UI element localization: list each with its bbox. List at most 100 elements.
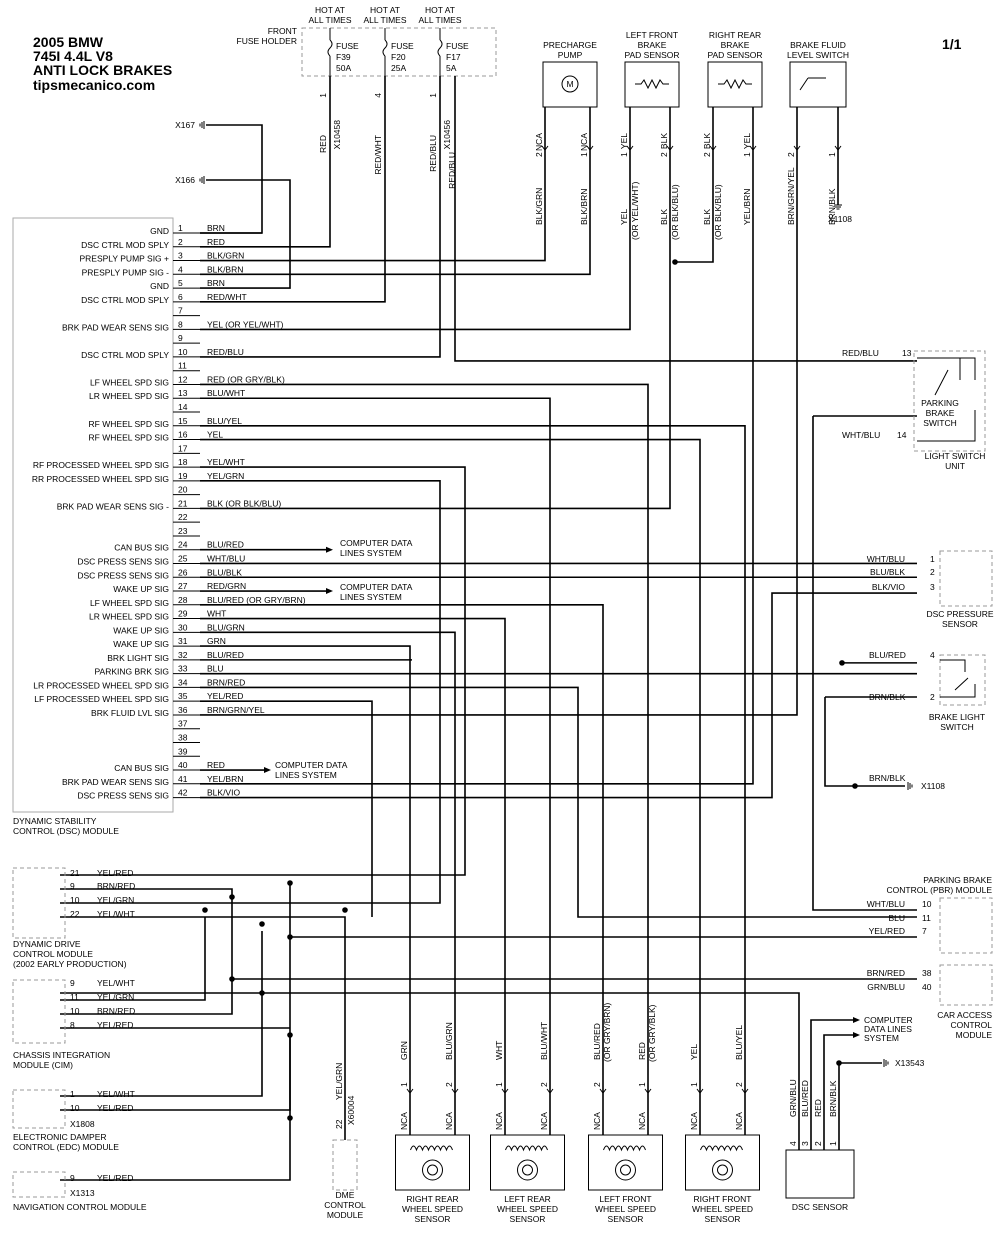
wheel-sensor-label: RIGHT REAR bbox=[406, 1194, 458, 1204]
wheel-sensor-label: LEFT FRONT bbox=[599, 1194, 651, 1204]
dsc-pin-wire: BLK (OR BLK/BLU) bbox=[207, 498, 281, 508]
dme-label: DME bbox=[336, 1190, 355, 1200]
fuse-wire: RED/WHT bbox=[373, 135, 383, 175]
fuse-holder-label-1: FRONT bbox=[268, 26, 297, 36]
component-label: LEVEL SWITCH bbox=[787, 50, 849, 60]
component-wire: BLK bbox=[659, 209, 669, 225]
dsc-pin-wire: BLK/BRN bbox=[207, 264, 243, 274]
wire-bls-gnd bbox=[824, 697, 905, 787]
computer-data-label: COMPUTER bbox=[864, 1015, 913, 1025]
dsc-pin-name: DSC CTRL MOD SPLY bbox=[81, 350, 169, 360]
wheel-sensor-body bbox=[490, 1134, 565, 1191]
dsc-pin-wire: RED bbox=[207, 760, 225, 770]
hot-label-2: ALL TIMES bbox=[364, 15, 407, 25]
dsc-pin-number: 14 bbox=[178, 402, 188, 412]
dsc-pin-wire: BLU/BLK bbox=[207, 567, 242, 577]
cas-label: MODULE bbox=[956, 1030, 993, 1040]
dsc-pin-number: 32 bbox=[178, 650, 188, 660]
nav-connector: X1313 bbox=[70, 1188, 95, 1198]
wire-pin42 bbox=[200, 592, 917, 799]
fuse-amperage: 5A bbox=[446, 63, 457, 73]
dsc-pin-name: RR PROCESSED WHEEL SPD SIG bbox=[32, 474, 169, 484]
fuse-icon bbox=[437, 39, 443, 57]
component-pin: 1 bbox=[579, 152, 589, 157]
dsc-pin-wire: BLU/RED bbox=[207, 650, 244, 660]
component-label: BRAKE bbox=[638, 40, 667, 50]
fuse-connector: X10456 bbox=[442, 120, 452, 150]
wheel-sensor-label: WHEEL SPEED bbox=[497, 1204, 558, 1214]
component-pin-label: NCA bbox=[579, 133, 589, 151]
dsc-pin-wire: BLU/YEL bbox=[207, 416, 242, 426]
wheel-sensor-pin: 2 bbox=[539, 1082, 549, 1087]
wheel-sensor-body bbox=[395, 1134, 470, 1191]
ground-x166 bbox=[199, 176, 205, 184]
component-label: PRECHARGE bbox=[543, 40, 597, 50]
dsc-pin-wire: YEL/WHT bbox=[207, 457, 245, 467]
wheel-sensor-pin-label: NCA bbox=[494, 1112, 504, 1130]
wheel-sensor-pin: 1 bbox=[494, 1082, 504, 1087]
splice-dot bbox=[287, 934, 293, 940]
wheel-sensor-label: SENSOR bbox=[705, 1214, 741, 1224]
component-wire: YEL bbox=[619, 209, 629, 225]
dsc-pin-name: CAN BUS SIG bbox=[114, 763, 169, 773]
dsc-module-label-2: CONTROL (DSC) MODULE bbox=[13, 826, 119, 836]
fuse-name: FUSE bbox=[336, 41, 359, 51]
ddc-label: DYNAMIC DRIVE bbox=[13, 939, 81, 949]
wheel-sensor-label: RIGHT FRONT bbox=[694, 1194, 752, 1204]
light-switch-pin: 14 bbox=[897, 430, 907, 440]
component-label: BRAKE FLUID bbox=[790, 40, 846, 50]
brake-light-pin: 2 bbox=[930, 692, 935, 702]
ddc-label: CONTROL MODULE bbox=[13, 949, 93, 959]
parking-brake-label: SWITCH bbox=[923, 418, 957, 428]
pbr-body bbox=[939, 897, 993, 954]
arrow-head bbox=[326, 588, 333, 595]
splice-dot bbox=[259, 921, 265, 927]
brake-light-body bbox=[939, 654, 986, 706]
dsc-pin-name: LF WHEEL SPD SIG bbox=[90, 377, 169, 387]
splice-dot bbox=[202, 907, 208, 913]
computer-data-label: LINES SYSTEM bbox=[340, 592, 402, 602]
dsc-sensor-pin: 1 bbox=[828, 1141, 838, 1146]
cas-pin: 40 bbox=[922, 982, 932, 992]
dsc-pin-number: 38 bbox=[178, 732, 188, 742]
dme-connector: X60004 bbox=[346, 1095, 356, 1125]
dsc-pin-number: 18 bbox=[178, 457, 188, 467]
dsc-pin-number: 40 bbox=[178, 760, 188, 770]
wire-pin34 bbox=[200, 686, 917, 918]
dsc-pin-number: 21 bbox=[178, 498, 188, 508]
fuse-amperage: 25A bbox=[391, 63, 406, 73]
ground-x1108-mid bbox=[907, 782, 913, 790]
dsc-pin-name: CAN BUS SIG bbox=[114, 543, 169, 553]
dsc-pin-name: LR WHEEL SPD SIG bbox=[89, 612, 169, 622]
wheel-sensor-pin-label: NCA bbox=[689, 1112, 699, 1130]
wheel-sensor-icon-inner bbox=[522, 1164, 533, 1176]
dsc-pin-number: 24 bbox=[178, 540, 188, 550]
splice-dot bbox=[836, 1060, 842, 1066]
fuse-icon bbox=[327, 39, 333, 57]
dsc-pin-name: PRESPLY PUMP SIG + bbox=[79, 254, 169, 264]
wheel-sensor-label: SENSOR bbox=[608, 1214, 644, 1224]
wheel-sensor-icon-inner bbox=[620, 1164, 631, 1176]
wheel-sensor-icon bbox=[712, 1159, 733, 1181]
dsc-pin-number: 15 bbox=[178, 416, 188, 426]
resistor-icon bbox=[718, 78, 752, 90]
wheel-sensor-pin-label: NCA bbox=[592, 1112, 602, 1130]
dsc-pressure-label: DSC PRESSURE bbox=[926, 609, 993, 619]
wheel-sensor-label: LEFT REAR bbox=[504, 1194, 551, 1204]
wire-dsc-sensor-3 bbox=[810, 1019, 857, 1140]
component-label: PAD SENSOR bbox=[624, 50, 679, 60]
pbr-pin: 10 bbox=[922, 899, 932, 909]
dsc-pressure-pin: 2 bbox=[930, 567, 935, 577]
wheel-sensor-wire: RED bbox=[637, 1042, 647, 1060]
dsc-pin-number: 20 bbox=[178, 485, 188, 495]
dsc-pin-name: LF PROCESSED WHEEL SPD SIG bbox=[34, 694, 169, 704]
connector-arrow bbox=[741, 1088, 749, 1094]
edc-wire: YEL/WHT bbox=[97, 1089, 135, 1099]
splice-dot bbox=[259, 990, 265, 996]
dsc-pin-name: DSC CTRL MOD SPLY bbox=[81, 295, 169, 305]
wire-gnd-pin1 bbox=[200, 124, 263, 234]
title-year-make: 2005 BMW bbox=[33, 34, 104, 50]
dsc-pin-name: BRK PAD WEAR SENS SIG bbox=[62, 322, 169, 332]
dsc-module: DYNAMIC STABILITY CONTROL (DSC) MODULE 1… bbox=[12, 217, 306, 836]
component-pin: 1 bbox=[619, 152, 629, 157]
